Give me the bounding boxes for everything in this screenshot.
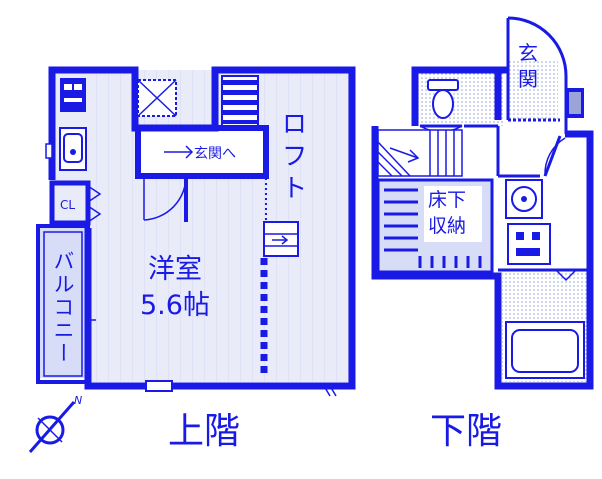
entrance-label: 玄 関 xyxy=(518,41,544,91)
balcony-wall xyxy=(36,224,90,384)
loft-label: ロフト xyxy=(277,110,307,206)
svg-text:バルコニー: バルコニー xyxy=(51,250,75,365)
ladder-icon xyxy=(263,221,299,257)
bath-door xyxy=(555,269,577,282)
entrance-floor xyxy=(508,60,558,120)
entrance-label-char1: 玄 xyxy=(518,41,538,65)
storage-label-line2: 収納 xyxy=(428,215,466,237)
closet-floor xyxy=(52,185,88,221)
washroom-door xyxy=(543,135,566,177)
upper-floor-plan: 玄関へ CL バルコニー xyxy=(36,66,356,452)
corner-vent xyxy=(323,385,337,397)
lower-floor-plan: 玄 関 xyxy=(371,16,594,452)
to-entrance-arrow xyxy=(164,145,194,159)
sink-icon xyxy=(59,127,87,171)
washbasin-icon xyxy=(505,179,543,219)
entrance-well-wall xyxy=(135,125,269,179)
toilet-icon xyxy=(427,79,459,119)
storage-label-line1: 床下 xyxy=(428,189,466,211)
loft-stairs xyxy=(221,75,259,127)
compass-icon: N xyxy=(28,394,82,453)
lower-floor-label: 下階 xyxy=(430,411,502,452)
to-entrance-label: 玄関へ xyxy=(194,145,236,162)
entrance-label-char2: 関 xyxy=(518,67,538,91)
upper-floor-label: 上階 xyxy=(168,411,240,452)
closet-label: CL xyxy=(60,198,75,212)
compass-north-label: N xyxy=(74,394,82,407)
balcony-label: バルコニー xyxy=(51,250,75,365)
upper-walls xyxy=(48,66,356,390)
balcony-floor xyxy=(40,228,86,378)
closet-door xyxy=(87,185,102,223)
entrance-well-floor xyxy=(138,128,264,174)
washer-pan-icon xyxy=(507,223,551,265)
lower-walls xyxy=(371,66,594,390)
room-door xyxy=(143,175,188,222)
storage-hatch-lines xyxy=(384,188,482,268)
western-room-floor xyxy=(88,70,352,382)
toilet-floor xyxy=(415,70,505,126)
stairs xyxy=(377,129,463,177)
bathtub-icon xyxy=(505,321,585,379)
svg-text:ロフト: ロフト xyxy=(277,110,307,206)
room-name: 洋室 xyxy=(148,254,202,285)
stove-icon xyxy=(60,78,86,112)
room-size: 5.6帖 xyxy=(140,290,210,321)
window-bottom xyxy=(145,380,173,392)
closet-wall xyxy=(49,180,91,226)
fridge-space-icon xyxy=(137,79,177,117)
